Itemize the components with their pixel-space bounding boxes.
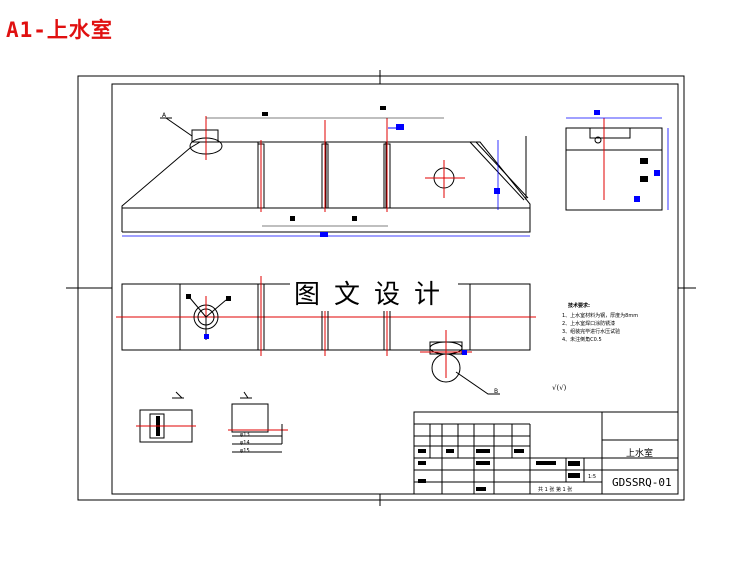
dim-d1: φ13 <box>240 432 250 438</box>
tech-note-2: 2、上水室焊口涂防锈漆 <box>562 321 616 327</box>
title-block <box>413 411 679 495</box>
leader-a-label: A <box>162 112 167 119</box>
detail-b <box>228 391 288 453</box>
side-view <box>565 110 669 211</box>
tech-note-4: 4、未注倒角C0.5 <box>562 337 602 343</box>
sheet-info: 共 1 张 第 1 张 <box>538 487 573 493</box>
front-view <box>121 106 531 237</box>
watermark: 图文设计 <box>290 274 459 311</box>
tech-note-1: 1、上水室材料为钢，厚度为8mm <box>562 313 639 319</box>
top-view <box>116 276 536 395</box>
tech-notes-heading: 技术要求: <box>568 303 590 309</box>
page-title: A1-上水室 <box>6 18 113 42</box>
leader-b-label: B <box>494 388 499 395</box>
dim-d2: φ14 <box>240 440 250 446</box>
scale-value: 1:5 <box>588 474 597 480</box>
tech-note-3: 3、组装完毕进行水压试验 <box>562 329 621 335</box>
detail-a <box>136 391 196 443</box>
inner-frame <box>111 83 679 495</box>
part-name: 上水室 <box>626 449 654 459</box>
drawing-number: GDSSRQ-01 <box>612 476 672 489</box>
surface-roughness-mark: √(√) <box>552 384 567 392</box>
dim-d3: φ15 <box>240 448 250 454</box>
